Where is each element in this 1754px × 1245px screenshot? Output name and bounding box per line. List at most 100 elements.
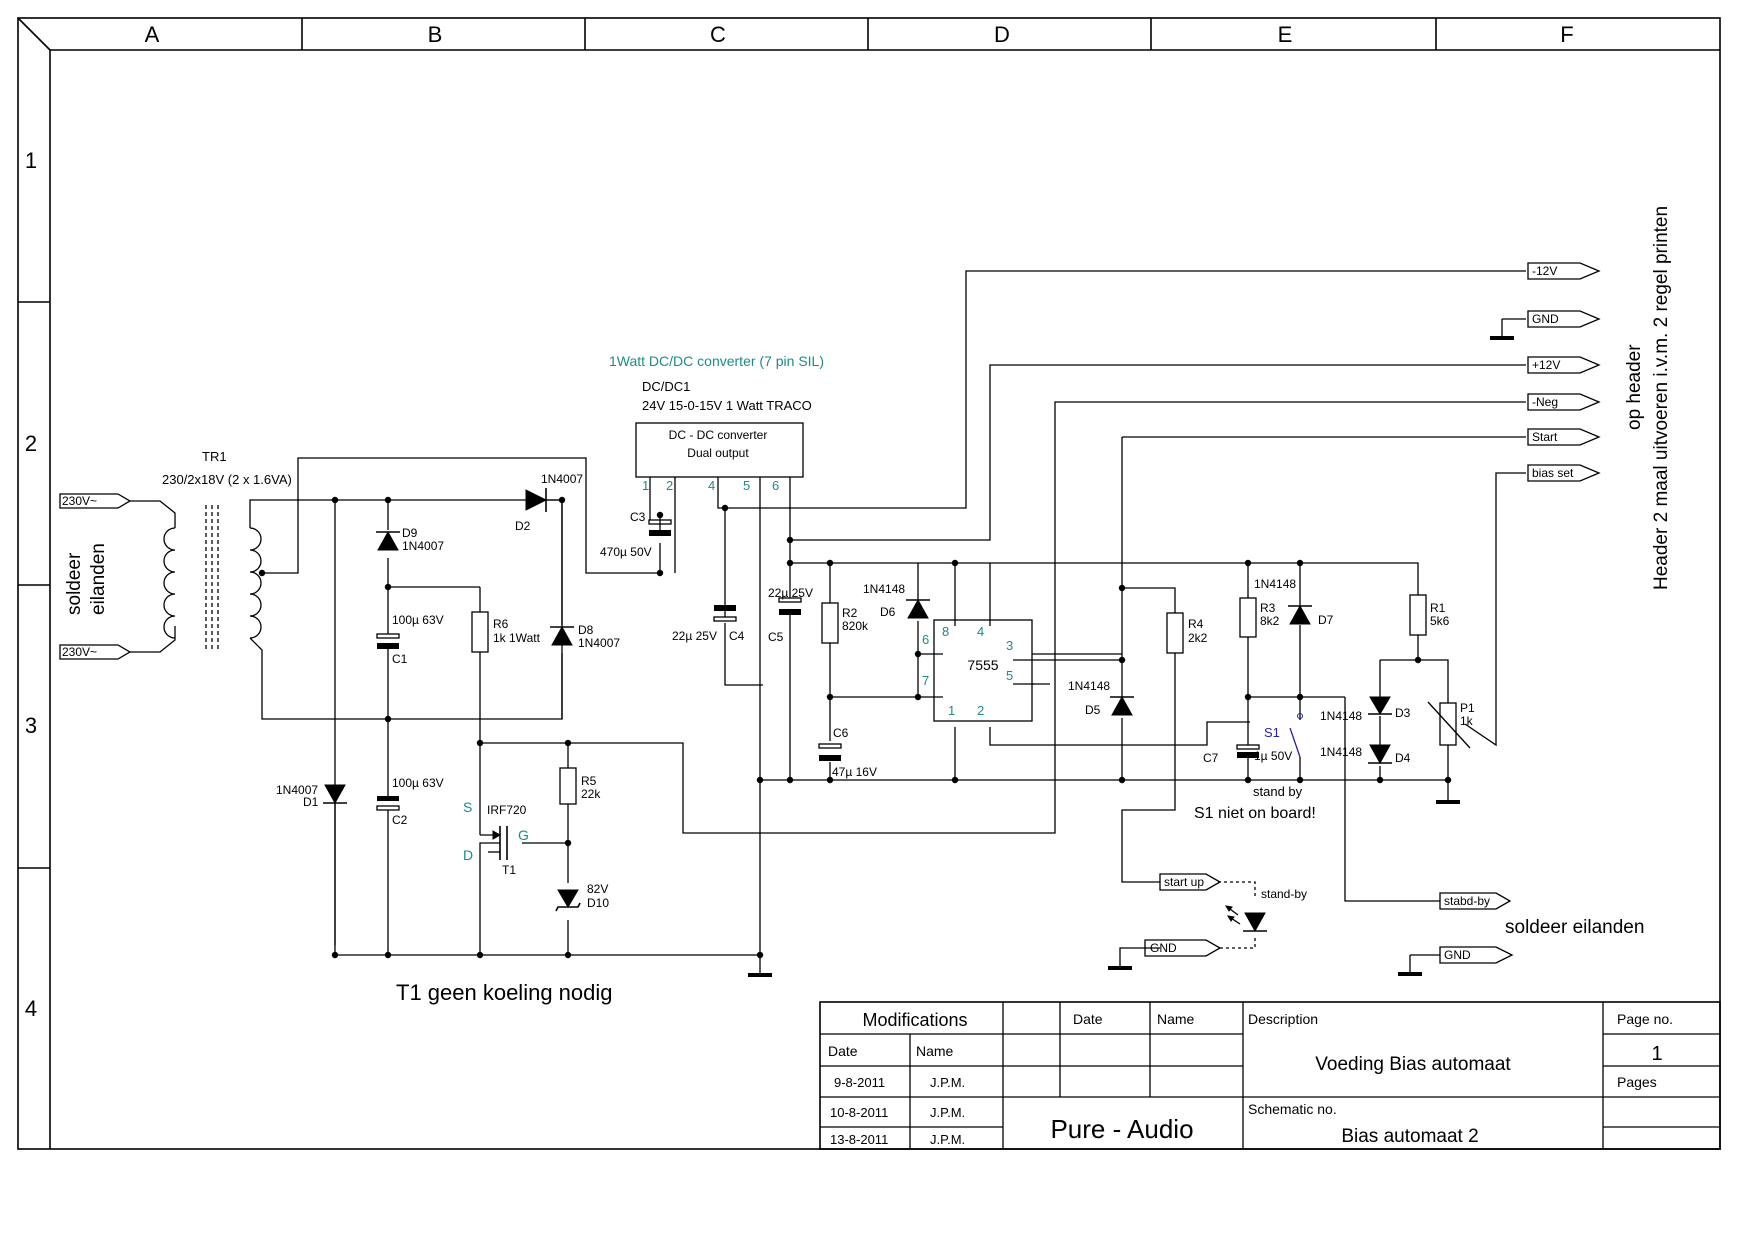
c4-value: 22µ 25V: [672, 629, 717, 643]
t1-pin-s: S: [463, 799, 472, 815]
tb-schematic: Bias automaat 2: [1341, 1126, 1478, 1147]
pads-note: soldeer eilanden: [1505, 917, 1644, 938]
column-label-d: D: [994, 22, 1010, 47]
r1-ref: R1: [1430, 601, 1446, 615]
resistor-r6: R6 1k 1Watt: [471, 611, 541, 653]
c6-value: 47µ 16V: [832, 765, 877, 779]
converter-box-line-2: Dual output: [687, 446, 749, 460]
diode-d9: D9 1N4007: [376, 526, 444, 553]
column-label-b: B: [428, 22, 443, 47]
d8-value: 1N4007: [578, 636, 620, 650]
converter-pin-2: 2: [666, 478, 673, 493]
tb-page-header: Page no.: [1617, 1011, 1673, 1027]
r4-value: 2k2: [1188, 631, 1208, 645]
switch-s1: S1 stand by S1 niet on board!: [1194, 712, 1316, 822]
mains-side-label-2: eilanden: [88, 543, 109, 615]
d4-ref: D4: [1395, 751, 1411, 765]
d1-ref: D1: [303, 795, 319, 809]
mosfet-t1: IRF720 T1 S G D: [463, 799, 529, 877]
c5-value: 22µ 25V: [768, 586, 813, 600]
p1-ref: P1: [1460, 701, 1475, 715]
tb-schematic-header: Schematic no.: [1248, 1101, 1337, 1117]
t1-pin-d: D: [463, 847, 473, 863]
c7-ref: C7: [1203, 751, 1219, 765]
s1-note-1: stand by: [1253, 784, 1303, 799]
mains-input: 230V~ 230V~ soldeer eilanden: [59, 493, 176, 660]
converter-box-line-1: DC - DC converter: [669, 428, 768, 442]
capacitor-c2: 100µ 63V C2: [376, 776, 444, 827]
tb-description: Voeding Bias automaat: [1315, 1054, 1511, 1075]
c5-ref: C5: [768, 630, 784, 644]
port-plus-12v: +12V: [1532, 358, 1560, 372]
tb-row-1-name: J.P.M.: [930, 1075, 965, 1090]
resistor-r3: R3 8k2: [1239, 597, 1280, 638]
port-bias-set: bias set: [1532, 466, 1574, 480]
diode-d8: D8 1N4007: [550, 623, 620, 650]
c6-ref: C6: [833, 726, 849, 740]
converter-pin-6: 6: [772, 478, 779, 493]
d2-ref: D2: [515, 519, 531, 533]
row-label-3: 3: [25, 713, 37, 738]
mains-side-label-1: soldeer: [64, 552, 85, 615]
port-neg: -Neg: [1532, 395, 1558, 409]
tb-date-header-2: Date: [1073, 1011, 1103, 1027]
pad-start-up: start up: [1164, 875, 1204, 889]
capacitor-c6: C6 47µ 16V: [818, 726, 877, 779]
c4-ref: C4: [729, 629, 745, 643]
tb-row-3-name: J.P.M.: [930, 1132, 965, 1147]
r6-value: 1k 1Watt: [493, 631, 541, 645]
pad-stabd-by: stabd-by: [1444, 894, 1490, 908]
diode-d4: 1N4148 D4: [1320, 744, 1411, 765]
led-label: stand-by: [1261, 887, 1307, 901]
d3-ref: D3: [1395, 706, 1411, 720]
column-label-f: F: [1560, 22, 1573, 47]
timer-label: 7555: [967, 657, 998, 673]
d8-ref: D8: [578, 623, 594, 637]
d6-ref: D6: [880, 605, 896, 619]
diode-d7: 1N4148 D7: [1254, 577, 1334, 627]
d4-value: 1N4148: [1320, 745, 1362, 759]
solder-pads: start up GND stabd-by GND soldeer eiland…: [1144, 873, 1644, 964]
d10-value: 82V: [587, 882, 608, 896]
tb-name-header-2: Name: [1157, 1011, 1195, 1027]
d6-value: 1N4148: [863, 582, 905, 596]
t1-pin-g: G: [518, 827, 529, 843]
c7-value: 1µ 50V: [1254, 749, 1292, 763]
header-ports: -12V GND +12V -Neg Start bias set op hea…: [1527, 206, 1672, 590]
converter-ref: DC/DC1: [642, 379, 690, 394]
tb-company: Pure - Audio: [1050, 1114, 1193, 1144]
row-label-4: 4: [25, 996, 37, 1021]
port-gnd-header: GND: [1532, 312, 1559, 326]
d5-value: 1N4148: [1068, 679, 1110, 693]
timer-pin-3: 3: [1006, 638, 1013, 653]
r2-value: 820k: [842, 619, 869, 633]
c2-value: 100µ 63V: [392, 776, 444, 790]
tb-row-2-name: J.P.M.: [930, 1105, 965, 1120]
capacitor-c1: 100µ 63V C1: [376, 605, 444, 666]
d3-value: 1N4148: [1320, 709, 1362, 723]
r3-value: 8k2: [1260, 614, 1280, 628]
tr1-value: 230/2x18V (2 x 1.6VA): [162, 472, 292, 487]
title-block: Modifications Date Name Date Name 9-8-20…: [819, 1001, 1721, 1150]
diode-d6: 1N4148 D6: [863, 582, 930, 619]
mains-port-top: 230V~: [62, 494, 97, 508]
c2-ref: C2: [392, 813, 408, 827]
column-label-a: A: [145, 22, 160, 47]
c3-ref: C3: [630, 510, 646, 524]
tb-modifications: Modifications: [862, 1010, 967, 1030]
tb-row-3-date: 13-8-2011: [830, 1132, 888, 1147]
header-note-1: op header: [1624, 344, 1645, 430]
timer-7555: 7555 8 4 6 7 3 5 1 2: [922, 619, 1122, 722]
c1-ref: C1: [392, 652, 408, 666]
diode-d2: 1N4007 D2: [515, 472, 583, 533]
c3-value: 470µ 50V: [600, 545, 652, 559]
tb-row-2-date: 10-8-2011: [830, 1105, 888, 1120]
port-minus-12v: -12V: [1532, 264, 1557, 278]
converter-note: 1Watt DC/DC converter (7 pin SIL): [609, 353, 824, 369]
row-label-2: 2: [25, 431, 37, 456]
capacitor-c7: C7 1µ 50V: [1203, 744, 1292, 765]
capacitor-c4: 22µ 25V C4: [672, 605, 745, 643]
timer-pin-8: 8: [942, 624, 949, 639]
converter-pin-5: 5: [743, 478, 750, 493]
tb-pages-header: Pages: [1617, 1074, 1657, 1090]
